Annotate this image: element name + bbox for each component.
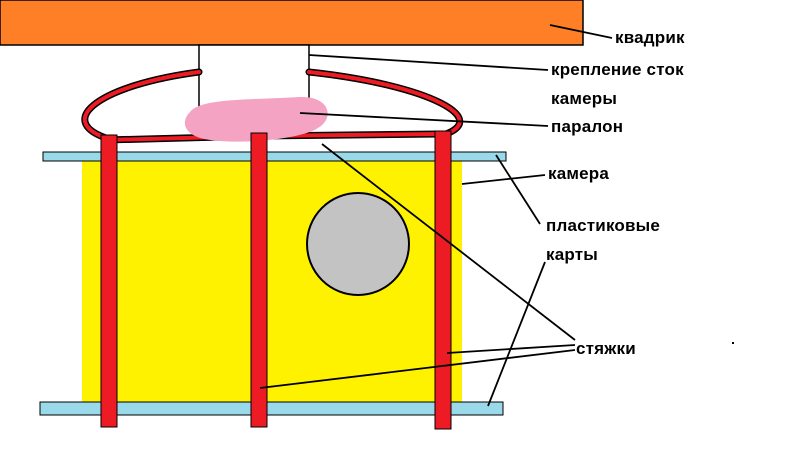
label-foam: паралон — [551, 117, 624, 136]
leader-card-bottom — [487, 261, 546, 407]
leader-tie-top — [321, 143, 576, 341]
plastic-card-top — [42, 151, 507, 162]
leader-tie-right — [446, 344, 576, 354]
label-camera: камера — [548, 164, 610, 183]
label-cards-line1: пластиковые — [546, 216, 661, 235]
leader-lines — [259, 24, 613, 407]
mount-zip-tie-loop-fill — [82, 70, 462, 140]
quad-body — [0, 0, 584, 46]
camera-lens — [306, 192, 410, 296]
leader-card-top — [495, 154, 541, 225]
foam-pad — [184, 96, 328, 142]
label-mount-line2: камеры — [551, 89, 618, 108]
label-ties: стяжки — [576, 339, 636, 358]
leader-mount — [308, 54, 549, 71]
zip-tie-left — [100, 134, 118, 428]
leader-quad — [549, 24, 613, 39]
zip-tie-middle — [250, 132, 268, 428]
camera-body — [82, 160, 462, 404]
label-mount-line1: крепление сток — [551, 60, 684, 79]
zip-tie-right — [434, 130, 452, 430]
label-quad: квадрик — [615, 28, 685, 47]
leader-foam — [299, 112, 549, 127]
stray-dot — [732, 342, 734, 344]
plastic-card-bottom — [39, 401, 504, 416]
leader-camera — [461, 174, 546, 185]
label-cards-line2: карты — [546, 245, 598, 264]
leader-tie-middle — [259, 349, 576, 389]
